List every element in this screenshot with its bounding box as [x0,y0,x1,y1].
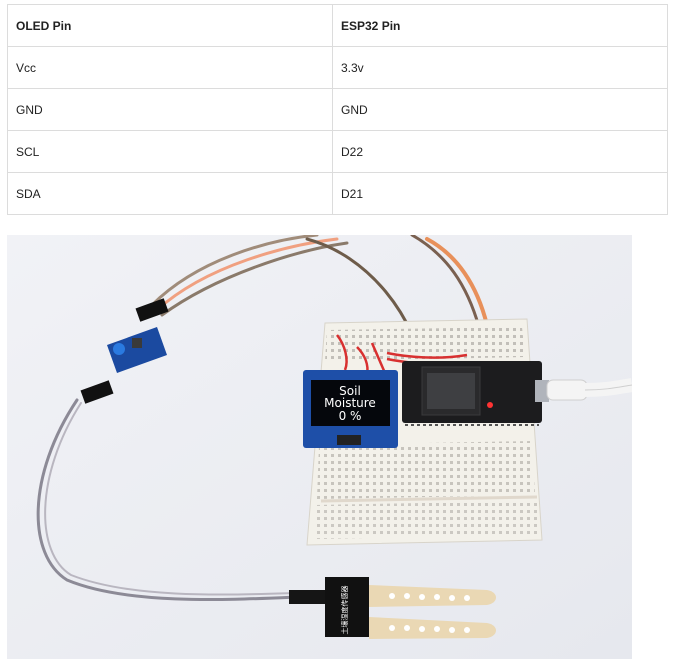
led-indicator [487,402,493,408]
esp32-pin-cell: D22 [332,130,668,173]
oled-pin-cell: Vcc [7,46,333,89]
oled-pin-cell: SCL [7,130,333,173]
oled-line-2: Moisture [324,396,376,410]
oled-pin-cell: GND [7,88,333,131]
header-esp32-pin: ESP32 Pin [332,4,668,47]
esp32-pin-cell: GND [332,88,668,131]
table-row: SCL D22 [7,130,668,173]
esp32-pin-cell: 3.3v [332,46,668,89]
table-row: SDA D21 [7,172,668,215]
usb-cable [546,378,632,401]
moisture-sensor-module [80,298,169,404]
header-oled-pin: OLED Pin [7,4,333,47]
table-row: Vcc 3.3v [7,46,668,89]
probe-wires [36,398,299,602]
circuit-photo: Soil Moisture 0 % 土壤湿度传感器 [7,235,632,659]
probe-label: 土壤湿度传感器 [340,586,349,635]
oled-display: Soil Moisture 0 % [303,370,398,448]
usb-port [535,380,549,402]
soil-probe: 土壤湿度传感器 [289,577,496,639]
esp32-board [402,361,549,426]
jumper-wires-top [150,235,489,442]
table-header-row: OLED Pin ESP32 Pin [7,4,668,47]
oled-line-1: Soil [339,384,361,398]
oled-pin-cell: SDA [7,172,333,215]
circuit-illustration: Soil Moisture 0 % 土壤湿度传感器 [7,235,632,659]
table-row: GND GND [7,88,668,131]
oled-line-3: 0 % [339,409,362,423]
esp32-pin-cell: D21 [332,172,668,215]
pin-mapping-table: OLED Pin ESP32 Pin Vcc 3.3v GND GND SCL … [7,4,668,215]
